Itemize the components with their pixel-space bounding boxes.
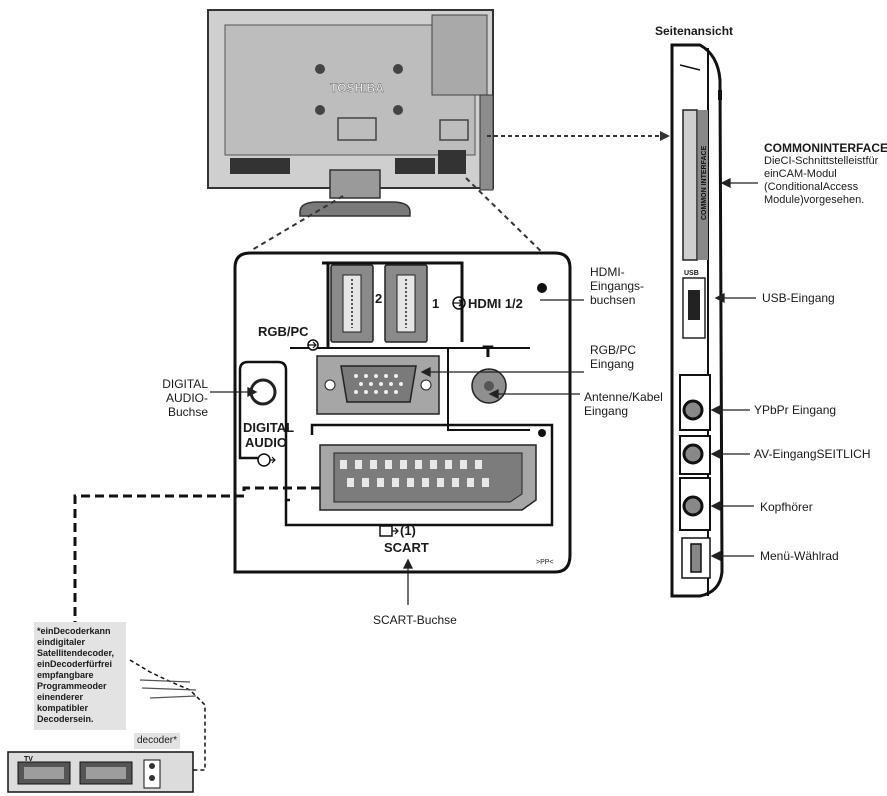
decoder-device (7, 751, 194, 793)
callout-headphones: Kopfhörer (760, 500, 813, 514)
usb-slot-label: USB (684, 270, 699, 277)
callout-usb: USB-Eingang (762, 291, 835, 305)
zoom-line-right (465, 177, 553, 263)
brand-logo: TOSHIBA (330, 81, 384, 95)
menu-dial (690, 543, 702, 573)
side-callout-lines (710, 177, 758, 562)
callout-menu-dial: Menü-Wählrad (760, 549, 839, 563)
callout-rgb-pc: RGB/PC Eingang (590, 343, 637, 371)
digital-audio-output-icon (257, 453, 271, 467)
tv-side-view (670, 43, 724, 598)
decoder-note: *einDecoderkann eindigitaler Satellitend… (34, 622, 126, 730)
callout-ypbpr: YPbPr Eingang (754, 403, 837, 417)
scart-cable (73, 486, 320, 624)
common-interface-slot-label: COMMON INTERFACE (701, 145, 708, 220)
scart-label: SCART (384, 540, 429, 555)
callout-common-interface-title: COMMONINTERFACE (764, 141, 887, 155)
zoom-arrowhead (660, 131, 670, 141)
hdmi-label: HDMI 1/2 (468, 296, 523, 311)
scart-number: (1) (400, 523, 416, 538)
av-side-jack (682, 443, 704, 465)
callout-common-interface-text: DieCI-Schnittstelleistfür einCAM-Modul (… (764, 155, 879, 206)
callout-av-side: AV-EingangSEITLICH (754, 447, 871, 461)
callout-scart: SCART-Buchse (373, 613, 457, 627)
antenna-icon: T (483, 342, 494, 361)
decoder-tv-label: TV (24, 756, 33, 763)
callout-lines (210, 299, 584, 605)
callout-digital-audio: DIGITAL AUDIO-Buchse (162, 377, 208, 419)
corner-code: >PP< (536, 559, 554, 566)
callout-antenna: Antenne/Kabel Eingang (584, 390, 663, 418)
hdmi-2-number: 2 (375, 291, 383, 306)
ypbpr-jack (682, 399, 704, 421)
digital-audio-label: DIGITAL AUDIO (243, 420, 295, 450)
rgb-pc-label: RGB/PC (258, 324, 309, 339)
connector-panel: T (233, 251, 572, 574)
satellite-cable-icon (139, 679, 197, 699)
decoder-label: decoder* (134, 733, 181, 749)
callout-hdmi: HDMI- Eingangs- buchsen (590, 265, 645, 307)
side-view-title: Seitenansicht (655, 24, 734, 38)
hdmi-1-number: 1 (432, 296, 440, 311)
tv-rear-view (207, 9, 494, 217)
headphone-jack (682, 495, 704, 517)
scart-input-icon (379, 525, 393, 537)
common-interface-slot (682, 109, 698, 261)
